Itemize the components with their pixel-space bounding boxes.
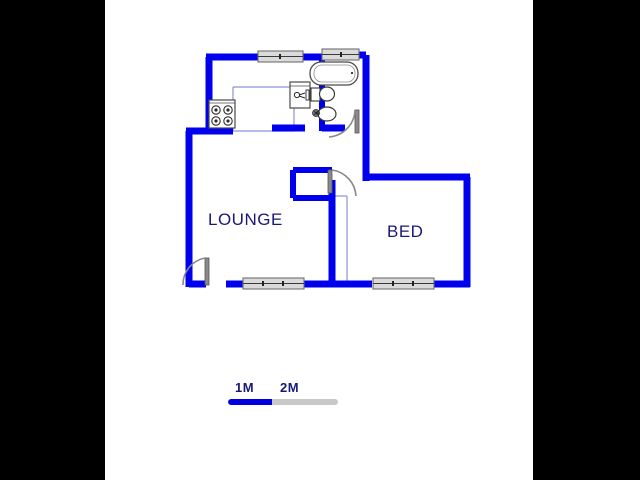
kitchen-sink-icon	[289, 81, 311, 109]
door-bathroom	[328, 109, 360, 138]
room-label-bed: BED	[387, 222, 424, 241]
wash-basin-icon	[312, 106, 337, 122]
scale-bar: 1M 2M	[225, 380, 345, 412]
letterbox-bar-left	[0, 0, 105, 480]
window-lounge-south	[242, 277, 305, 290]
bathtub-icon	[309, 61, 359, 86]
door-bedroom	[327, 169, 357, 197]
letterbox-bar-right	[533, 0, 640, 480]
toilet-icon	[310, 86, 336, 102]
scale-label-2m: 2M	[280, 380, 300, 395]
stove-hob-icon	[208, 99, 236, 129]
window-bath-north	[321, 48, 360, 61]
room-label-lounge: LOUNGE	[208, 210, 283, 229]
window-bed-south	[372, 277, 435, 290]
door-lounge-entry	[182, 257, 210, 286]
scale-bar-filled-segment	[228, 399, 272, 405]
scale-bar-track	[228, 399, 338, 405]
window-lounge-north	[257, 50, 304, 63]
scale-label-1m: 1M	[235, 380, 255, 395]
